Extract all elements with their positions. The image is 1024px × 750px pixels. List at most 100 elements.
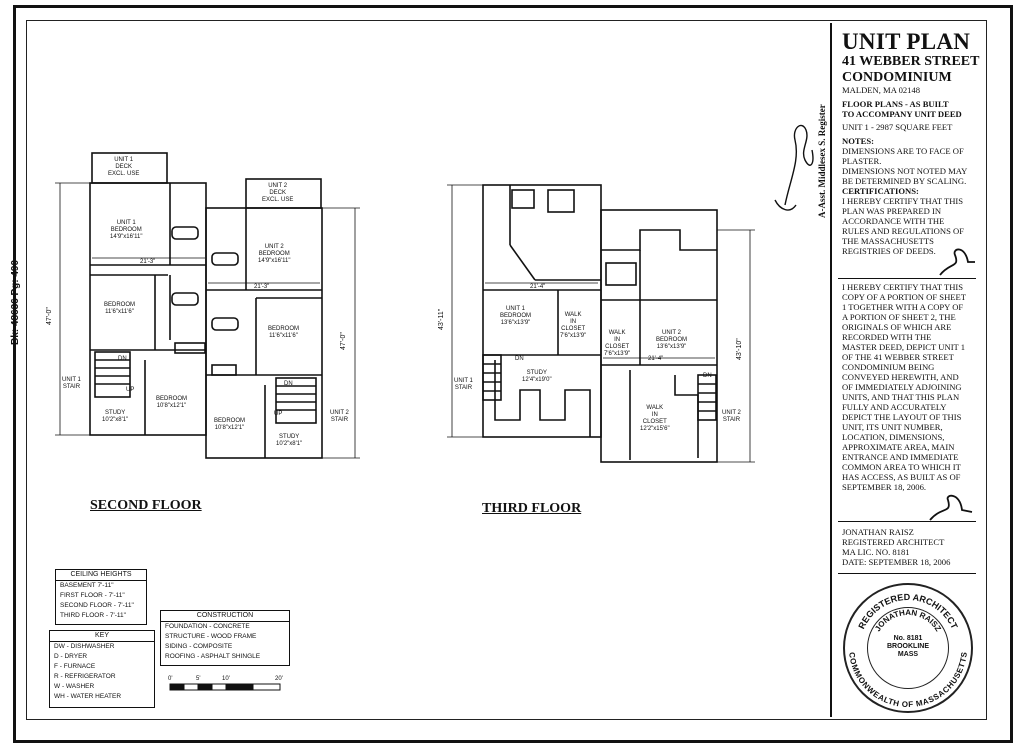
registry-signature-text: A-Asst. Middlesex S. Register [817, 104, 827, 218]
stair-direction-label: DN [703, 373, 712, 379]
key-row: W - WASHER [54, 683, 95, 690]
construction-row: ROOFING - ASPHALT SHINGLE [165, 653, 261, 660]
construction-table: CONSTRUCTION FOUNDATION - CONCRETE STRUC… [160, 610, 290, 666]
ceiling-row: FIRST FLOOR - 7'-11" [60, 592, 125, 599]
key-title: KEY [50, 631, 154, 642]
room-label: BEDROOM 10'8"x12'1" [156, 396, 188, 409]
second-floor-title: SECOND FLOOR [90, 498, 202, 513]
cert2-line: CONVEYED HEREWITH, AND [842, 372, 959, 382]
cert2-line: UNITS, AND THAT THIS PLAN [842, 392, 960, 402]
construction-title: CONSTRUCTION [161, 611, 289, 622]
room-label: STUDY 12'4"x19'0" [522, 370, 552, 383]
cert1-line: PLAN WAS PREPARED IN [842, 206, 942, 216]
room-label: UNIT 2 BEDROOM 14'9"x16'11" [258, 244, 291, 264]
architect-seal: REGISTERED ARCHITECT JONATHAN RAISZ COMM… [843, 583, 973, 713]
ceiling-row: BASEMENT 7'-11" [60, 582, 114, 589]
cert2-line: OF THE 41 WEBBER STREET [842, 352, 954, 362]
ceiling-heights-table: CEILING HEIGHTS BASEMENT 7'-11" FIRST FL… [55, 569, 147, 625]
cert1-line: REGISTRIES OF DEEDS. [842, 246, 936, 256]
note-line: DIMENSIONS ARE TO FACE OF [842, 146, 964, 156]
plan-purpose-1: FLOOR PLANS - AS BUILT [842, 99, 949, 109]
certifications-label: CERTIFICATIONS: [842, 186, 919, 196]
cert1-line: ACCORDANCE WITH THE [842, 216, 945, 226]
third-floor-dim-left: 43'-11" [438, 308, 445, 330]
architect-line: MA LIC. NO. 8181 [842, 547, 910, 557]
construction-row: SIDING - COMPOSITE [165, 643, 233, 650]
note-line: BE DETERMINED BY SCALING. [842, 176, 967, 186]
cert2-line: 1 TOGETHER WITH A COPY OF [842, 302, 964, 312]
seal-inner-ring [867, 607, 949, 689]
key-row: F - FURNACE [54, 663, 96, 670]
note-line: PLASTER. [842, 156, 882, 166]
dimension-label: 21'-3" [254, 284, 270, 290]
key-row: R - REFRIGERATOR [54, 673, 116, 680]
cert2-line: COMMON AREA TO WHICH IT [842, 462, 961, 472]
seal-number: No. 8181 [893, 635, 923, 642]
cert2-line: OF IMMEDIATELY ADJOINING [842, 382, 962, 392]
plan-subtitle-street: 41 WEBBER STREET [842, 54, 980, 69]
third-floor-title: THIRD FLOOR [482, 501, 582, 516]
room-label: WALK IN CLOSET 7'6"x13'9" [604, 330, 631, 357]
plan-purpose-2: TO ACCOMPANY UNIT DEED [842, 109, 962, 119]
key-row: DW - DISHWASHER [54, 643, 115, 650]
plan-location: MALDEN, MA 02148 [842, 85, 921, 95]
ceiling-heights-title: CEILING HEIGHTS [56, 570, 146, 581]
scale-tick: 10' [222, 676, 230, 682]
stair-direction-label: DN [118, 356, 127, 362]
cert2-line: A PORTION OF SHEET 2, THE [842, 312, 956, 322]
notes-label: NOTES: [842, 136, 874, 146]
room-label: UNIT 1 BEDROOM 13'6"x13'9" [500, 306, 532, 326]
construction-row: STRUCTURE - WOOD FRAME [165, 633, 257, 640]
room-label: BEDROOM 11'6"x11'6" [104, 302, 136, 315]
room-label: UNIT 1 DECK EXCL. USE [108, 157, 140, 177]
room-label: UNIT 2 DECK EXCL. USE [262, 183, 294, 203]
unit-area: UNIT 1 - 2987 SQUARE FEET [842, 122, 953, 132]
architect-line: REGISTERED ARCHITECT [842, 537, 945, 547]
key-row: D - DRYER [54, 653, 88, 660]
plan-title: UNIT PLAN [842, 29, 971, 54]
architect-line: JONATHAN RAISZ [842, 527, 914, 537]
drawing-border [26, 20, 987, 720]
seal-city: BROOKLINE [887, 643, 929, 650]
cert2-line: ORIGINALS OF WHICH ARE [842, 322, 952, 332]
second-floor-dim-left: 47'-0" [46, 307, 53, 325]
stair-direction-label: DN [515, 356, 524, 362]
ceiling-row: SECOND FLOOR - 7'-11" [60, 602, 134, 609]
stair-direction-label: UP [274, 411, 283, 417]
cert2-line: RECORDED WITH THE [842, 332, 932, 342]
stair-direction-label: DN [284, 381, 293, 387]
cert2-line: I HEREBY CERTIFY THAT THIS [842, 282, 964, 292]
seal-center: No. 8181 BROOKLINE MASS [845, 635, 971, 659]
architect-line: DATE: SEPTEMBER 18, 2006 [842, 557, 951, 567]
cert2-line: SEPTEMBER 18, 2006. [842, 482, 927, 492]
scale-tick: 0' [168, 676, 173, 682]
key-row: WH - WATER HEATER [54, 693, 122, 700]
room-label: STUDY 10'2"x8'1" [276, 434, 303, 447]
cert2-line: MASTER DEED, DEPICT UNIT 1 [842, 342, 966, 352]
cert2-line: DEPICT THE LAYOUT OF THIS [842, 412, 962, 422]
room-label: BEDROOM 10'8"x12'1" [214, 418, 246, 431]
stair-direction-label: UP [126, 387, 135, 393]
room-label: UNIT 2 BEDROOM 13'6"x13'9" [656, 330, 688, 350]
room-label: WALK IN CLOSET 7'6"x13'9" [560, 312, 587, 339]
key-table: KEY DW - DISHWASHER D - DRYER F - FURNAC… [49, 630, 155, 708]
room-label: STUDY 10'2"x8'1" [102, 410, 129, 423]
title-block-divider [838, 278, 976, 279]
plan-subtitle-condo: CONDOMINIUM [842, 70, 952, 85]
room-label: WALK IN CLOSET 12'2"x15'6" [640, 405, 670, 432]
title-block-divider [838, 573, 976, 574]
dimension-label: 21'-3" [140, 259, 156, 265]
stair-label: UNIT 1 STAIR [454, 378, 473, 391]
ceiling-row: THIRD FLOOR - 7'-11" [60, 612, 126, 619]
cert2-line: ENTRANCE AND IMMEDIATE [842, 452, 959, 462]
scale-tick: 20' [275, 676, 283, 682]
title-block: UNIT PLAN 41 WEBBER STREET CONDOMINIUM M… [830, 23, 980, 717]
cert2-line: CONDOMINIUM BEING [842, 362, 935, 372]
cert1-line: THE MASSACHUSETTS [842, 236, 934, 246]
cert2-line: APPROXIMATE AREA, MAIN [842, 442, 955, 452]
stair-label: UNIT 1 STAIR [62, 377, 81, 390]
stair-label: UNIT 2 STAIR [330, 410, 349, 423]
construction-row: FOUNDATION - CONCRETE [165, 623, 250, 630]
cert2-line: COPY OF A PORTION OF SHEET [842, 292, 967, 302]
